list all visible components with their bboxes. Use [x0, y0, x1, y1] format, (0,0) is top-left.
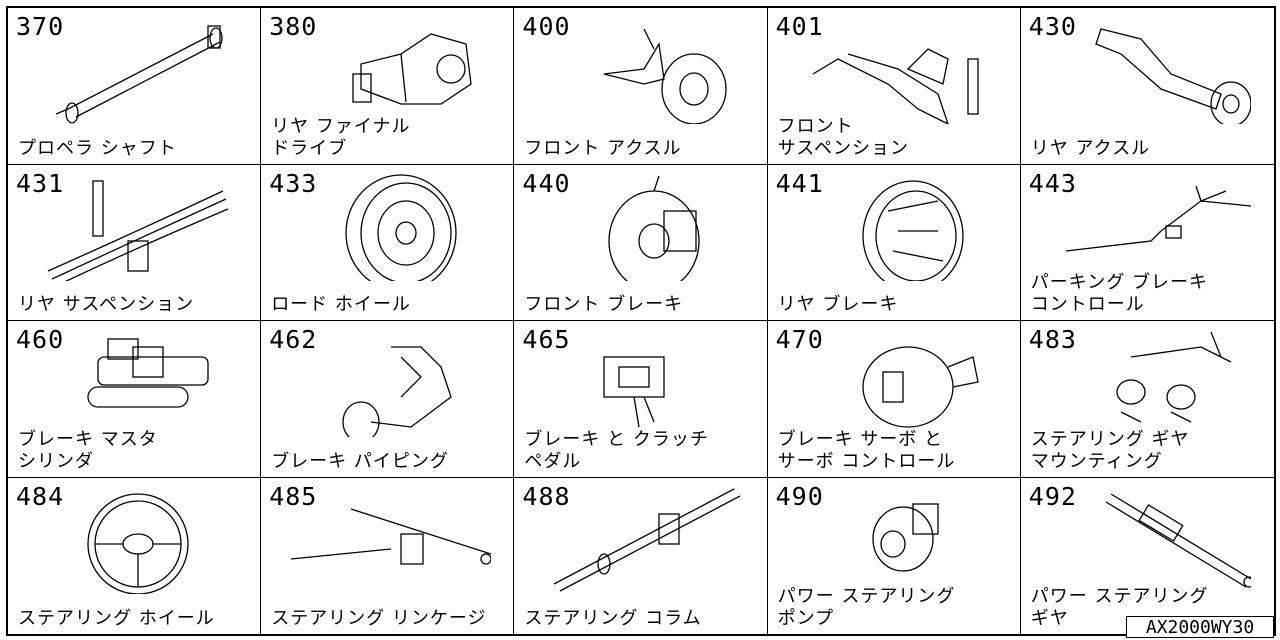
- part-label: リヤ アクスル: [1030, 137, 1151, 159]
- part-cell-484[interactable]: 484 ステアリング ホイール: [8, 477, 262, 634]
- part-cell-488[interactable]: 488 ステアリング コラム: [514, 477, 768, 634]
- part-code: 441: [775, 168, 824, 198]
- part-cell-460[interactable]: 460 ブレーキ マスタ シリンダ: [8, 321, 262, 478]
- part-label: ブレーキ サーボ と サーボ コントロール: [777, 428, 956, 472]
- part-label: パワー ステアリング ギヤ: [1030, 586, 1209, 629]
- part-cell-380[interactable]: 380 リヤ ファイナル ドライブ: [261, 8, 515, 165]
- steering-column-icon: [554, 487, 741, 592]
- part-code: 380: [269, 12, 318, 41]
- part-cell-465[interactable]: 465 ブレーキ と クラッチ ペダル: [514, 321, 768, 478]
- part-code: 460: [16, 325, 65, 354]
- part-label: ステアリング コラム: [524, 608, 702, 629]
- brake-piping-icon: [342, 346, 452, 437]
- part-code: 483: [1028, 325, 1077, 354]
- part-cell-485[interactable]: 485 ステアリング リンケージ: [261, 477, 515, 634]
- part-label: ブレーキ マスタ シリンダ: [18, 428, 158, 472]
- part-label: パーキング ブレーキ コントロール: [1030, 272, 1208, 315]
- part-cell-401[interactable]: 401 フロント サスペンション: [767, 8, 1021, 165]
- part-cell-430[interactable]: 430 リヤ アクスル: [1020, 8, 1274, 165]
- rear-suspension-icon: [47, 179, 229, 281]
- part-code: 470: [775, 325, 824, 354]
- part-label: ブレーキ と クラッチ ペダル: [524, 428, 709, 472]
- part-cell-370[interactable]: 370 プロペラ シャフト: [8, 8, 262, 165]
- part-code: 440: [522, 168, 571, 198]
- road-wheel-icon: [345, 173, 457, 281]
- part-code: 401: [775, 12, 824, 41]
- part-code: 492: [1028, 481, 1077, 511]
- part-cell-483[interactable]: 483 ステアリング ギヤ マウンティング: [1020, 321, 1274, 478]
- part-label: フロント ブレーキ: [524, 294, 684, 315]
- part-cell-490[interactable]: 490 パワー ステアリング ポンプ: [768, 477, 1021, 634]
- part-code: 465: [522, 325, 571, 354]
- part-cell-462[interactable]: 462 ブレーキ パイピング: [261, 321, 515, 478]
- pedal-icon: [603, 356, 666, 428]
- part-code: 485: [269, 481, 318, 511]
- part-cell-400[interactable]: 400 フロント アクスル: [514, 8, 768, 165]
- part-label: リヤ サスペンション: [18, 294, 195, 315]
- power-steering-gear-icon: [1105, 492, 1251, 588]
- part-cell-431[interactable]: 431 リヤ サスペンション: [8, 164, 262, 321]
- part-code: 433: [269, 168, 318, 198]
- part-label: プロペラ シャフト: [18, 137, 177, 159]
- master-cylinder-icon: [87, 338, 209, 408]
- part-label: ステアリング リンケージ: [271, 608, 487, 629]
- front-suspension-icon: [812, 48, 979, 124]
- part-code: 430: [1028, 12, 1077, 41]
- part-code: 400: [522, 12, 571, 41]
- gear-mounting-icon: [1116, 331, 1232, 423]
- part-label: パワー ステアリング ポンプ: [777, 586, 956, 629]
- parking-brake-icon: [1065, 185, 1251, 252]
- part-code: 370: [16, 12, 65, 41]
- parts-grid: 370 プロペラ シャフト 380 リヤ ファイナル ドライブ 400 フロント…: [6, 6, 1276, 636]
- part-cell-440[interactable]: 440 フロント ブレーキ: [514, 164, 768, 321]
- part-label: ステアリング ギヤ マウンティング: [1030, 428, 1190, 472]
- part-cell-441[interactable]: 441 リヤ ブレーキ: [767, 164, 1021, 321]
- part-cell-470[interactable]: 470 ブレーキ サーボ と サーボ コントロール: [767, 321, 1021, 478]
- part-cell-492[interactable]: 492 パワー ステアリング ギヤ: [1021, 478, 1274, 635]
- part-label: ステアリング ホイール: [18, 608, 215, 629]
- steering-wheel-icon: [87, 492, 189, 594]
- front-brake-icon: [608, 175, 701, 281]
- part-label: フロント サスペンション: [777, 115, 909, 159]
- steering-linkage-icon: [291, 507, 492, 565]
- part-label: ブレーキ パイピング: [271, 450, 449, 472]
- part-label: リヤ ブレーキ: [777, 294, 899, 315]
- part-label: ロード ホイール: [271, 294, 411, 315]
- power-steering-pump-icon: [871, 502, 939, 572]
- part-code: 443: [1028, 168, 1077, 198]
- part-cell-443[interactable]: 443 パーキング ブレーキ コントロール: [1020, 165, 1274, 321]
- part-label: リヤ ファイナル ドライブ: [271, 115, 411, 159]
- final-drive-icon: [352, 33, 472, 105]
- part-code: 462: [269, 325, 318, 354]
- rear-brake-icon: [861, 179, 964, 281]
- brake-servo-icon: [861, 346, 979, 428]
- rear-axle-icon: [1094, 28, 1251, 124]
- part-code: 431: [16, 168, 65, 198]
- front-axle-icon: [604, 28, 728, 124]
- part-cell-433[interactable]: 433 ロード ホイール: [261, 164, 515, 321]
- propeller-shaft-icon: [55, 25, 223, 124]
- part-label: フロント アクスル: [524, 137, 682, 159]
- part-code: 490: [775, 481, 824, 511]
- reference-code: AX2000WY30: [1126, 616, 1274, 638]
- part-code: 488: [522, 481, 571, 511]
- part-code: 484: [16, 481, 65, 511]
